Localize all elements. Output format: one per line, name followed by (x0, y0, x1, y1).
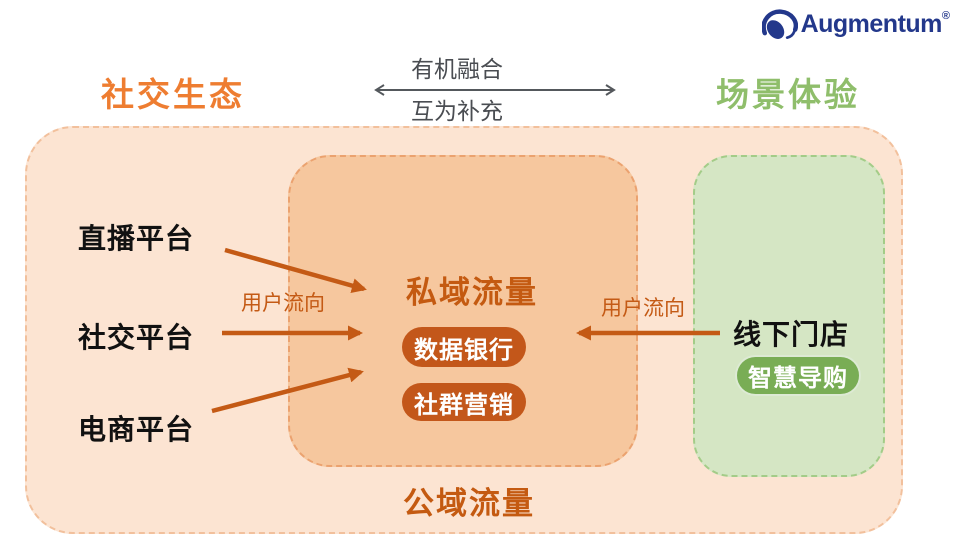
fusion-annotation: 有机融合 互为补充 (368, 54, 622, 126)
logo-registered-mark: ® (941, 10, 950, 22)
user-flow-label-right: 用户流向 (601, 297, 685, 320)
data-bank-pill: 数据银行 (402, 327, 526, 367)
platform-ecommerce: 电商平台 (78, 414, 195, 445)
logo-text: Augmentum (800, 10, 943, 38)
offline-store-title: 线下门店 (733, 319, 850, 350)
smart-guide-pill: 智慧导购 (735, 355, 861, 396)
platform-social: 社交平台 (78, 322, 195, 353)
user-flow-label-left: 用户流向 (241, 292, 325, 315)
private-traffic-title: 私域流量 (406, 275, 538, 310)
double-arrow-icon (374, 84, 616, 96)
fusion-bottom-label: 互为补充 (411, 98, 503, 124)
fusion-top-label: 有机融合 (411, 56, 503, 82)
augmentum-logo: Augmentum ® (761, 7, 950, 43)
offline-store-panel (693, 155, 885, 477)
social-ecosystem-heading: 社交生态 (101, 76, 245, 113)
augmentum-logo-icon (761, 9, 798, 39)
public-traffic-title: 公域流量 (403, 486, 535, 521)
scene-experience-heading: 场景体验 (716, 76, 860, 113)
platform-live-streaming: 直播平台 (78, 223, 195, 254)
community-marketing-pill: 社群营销 (402, 383, 526, 421)
